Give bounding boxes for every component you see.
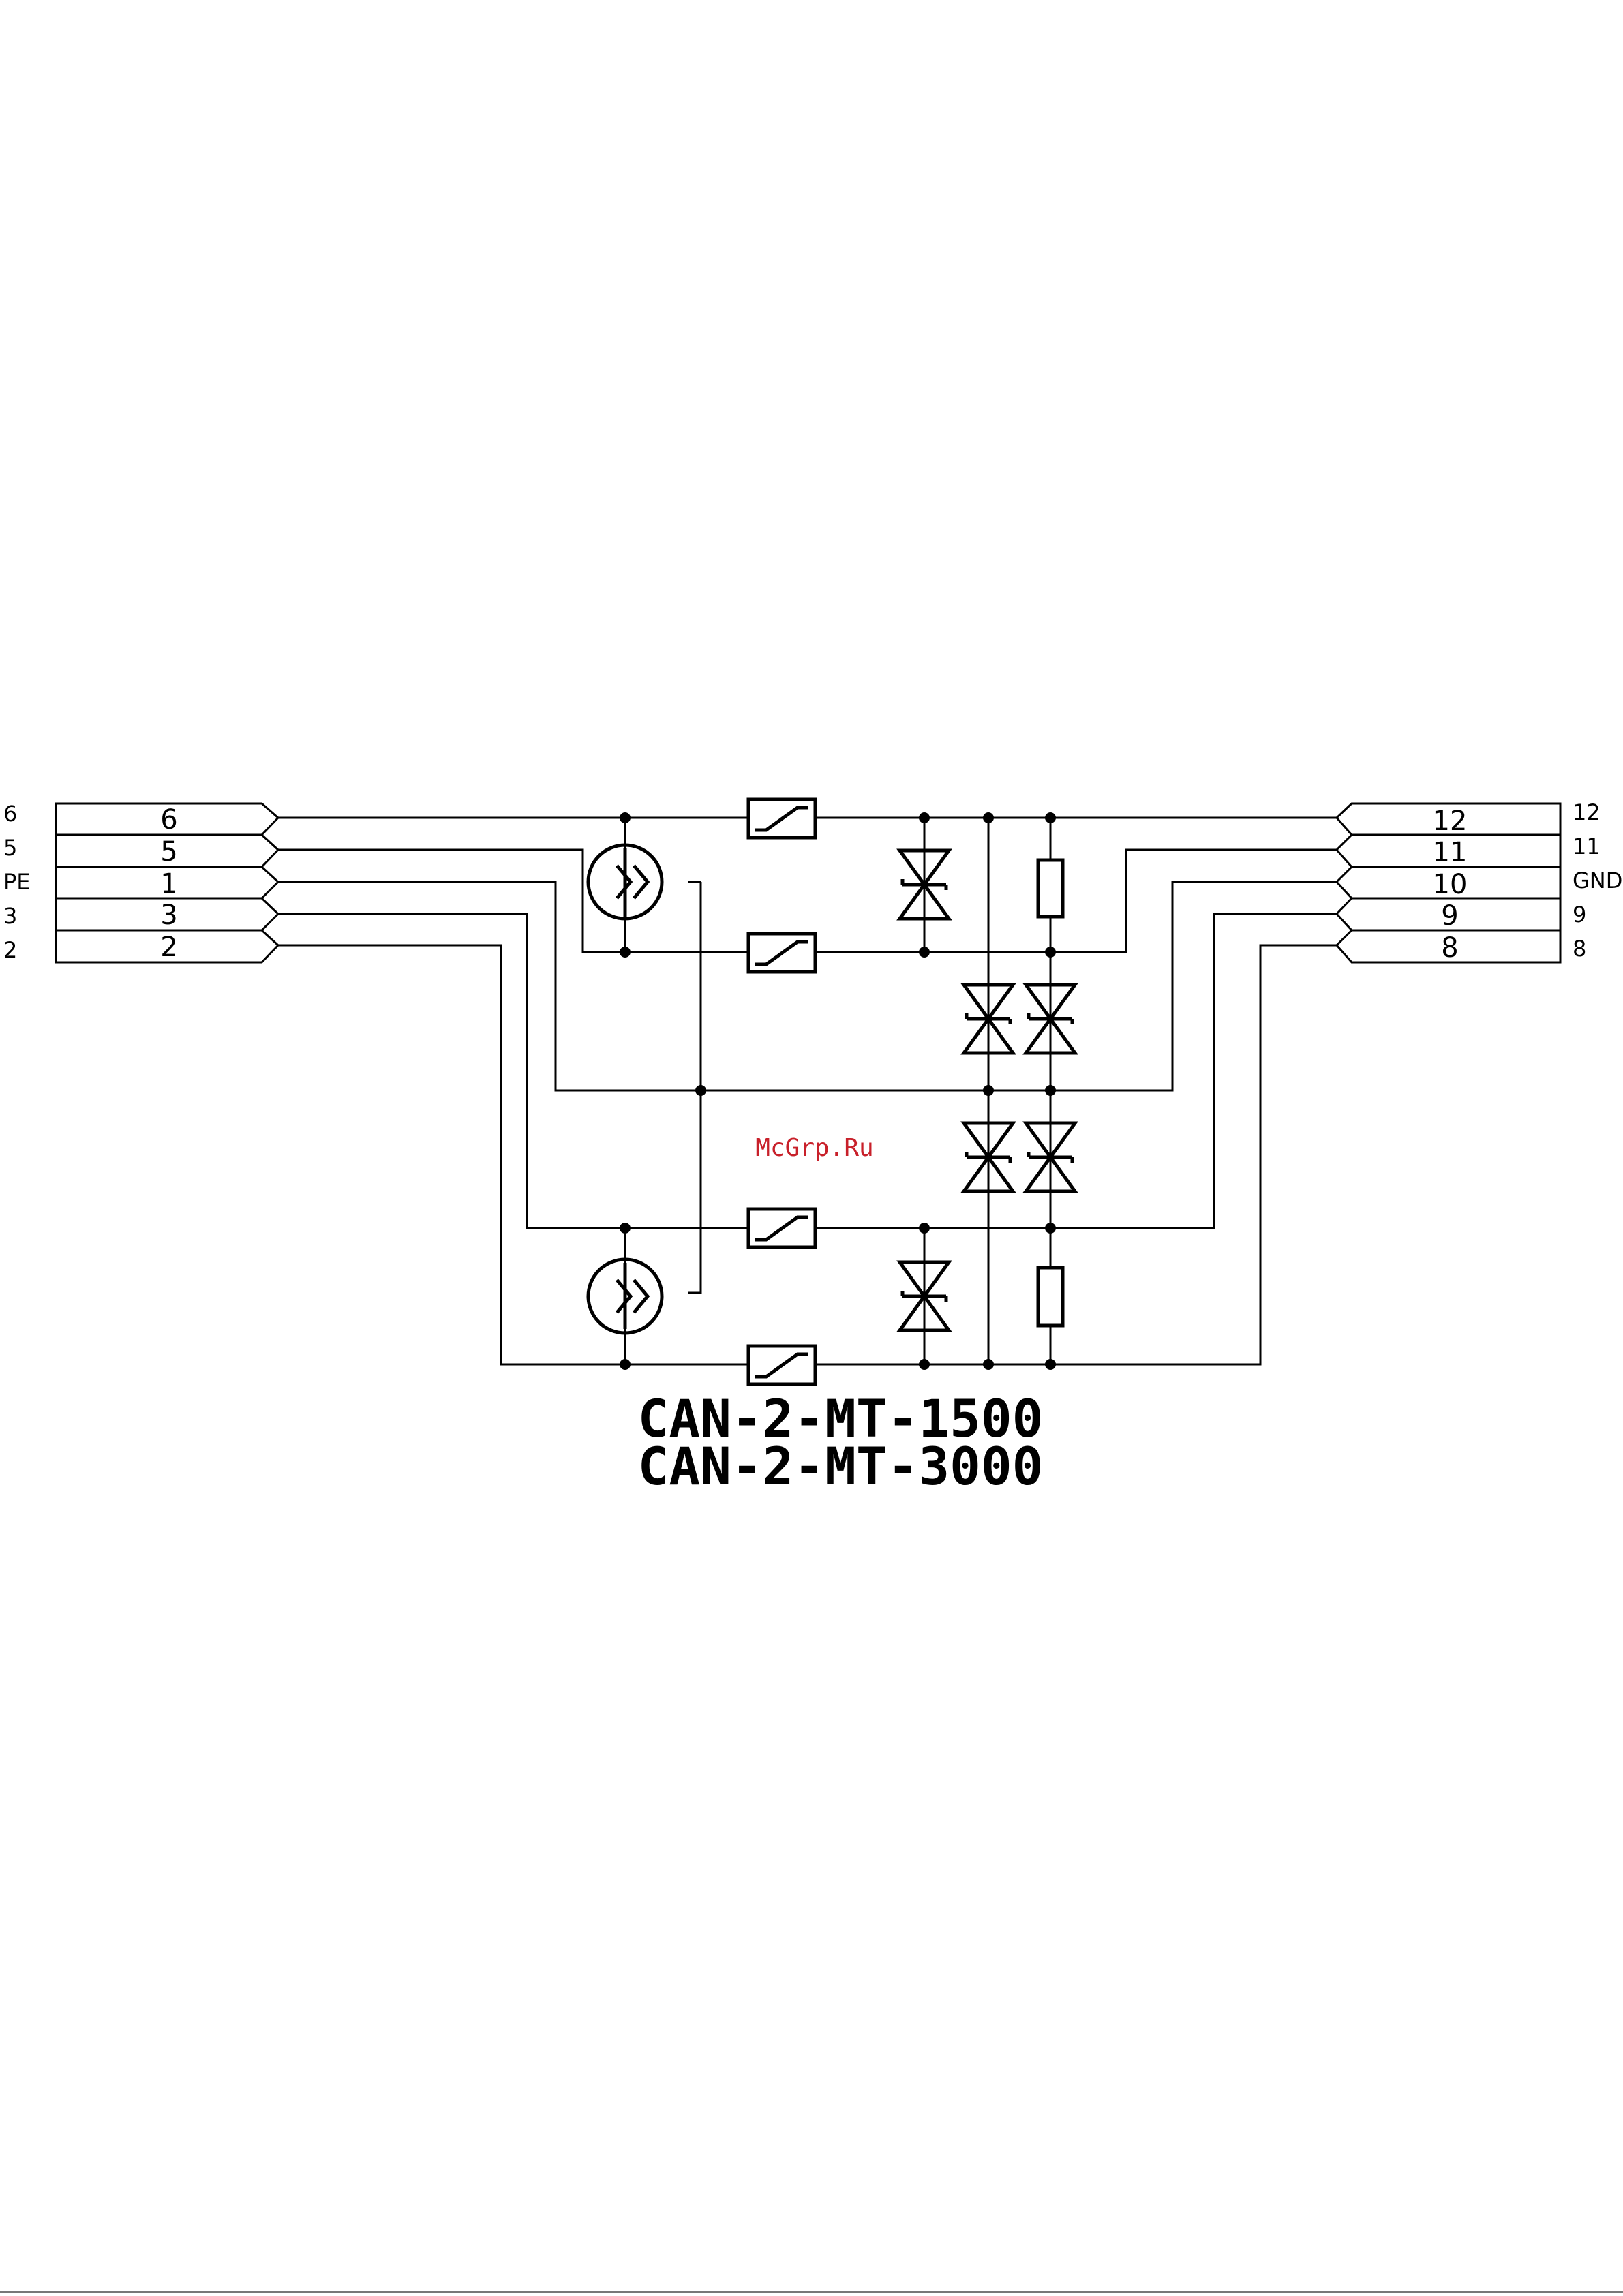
left-pin-labels: 6 5 PE 3 2	[3, 801, 31, 963]
right-connector: 12 11 10 9 8	[1337, 803, 1560, 964]
left-tab-label: 5	[160, 836, 177, 868]
left-pin-label: 3	[3, 903, 17, 929]
left-pin-label: 2	[3, 937, 17, 963]
bottom-rule	[0, 2291, 1623, 2293]
left-pin-label: PE	[3, 869, 31, 895]
right-pin-label: GND	[1573, 868, 1622, 893]
right-pin-label: 11	[1573, 833, 1601, 859]
left-pin-label: 6	[3, 801, 17, 827]
right-pin-labels: 12 11 GND 9 8	[1573, 799, 1622, 962]
left-connector: 6 5 1 3 2	[56, 803, 278, 963]
model-name-line-2: CAN-2-MT-3000	[638, 1436, 1044, 1497]
right-tab-label: 11	[1433, 837, 1468, 868]
gas-discharge-tube-bottom	[588, 1228, 662, 1364]
ptc-fuses	[748, 799, 815, 1384]
right-pin-label: 8	[1573, 936, 1586, 962]
left-tab-label: 6	[160, 804, 177, 836]
wires	[278, 818, 1337, 1364]
right-tab-label: 10	[1433, 869, 1468, 900]
right-tab-label: 8	[1441, 932, 1458, 964]
right-tab-label: 9	[1441, 900, 1458, 932]
left-tab-label: 3	[160, 900, 177, 931]
right-pin-label: 9	[1573, 902, 1586, 928]
gas-discharge-tube-top	[588, 818, 662, 952]
resistor	[1038, 860, 1063, 917]
left-tab-label: 2	[160, 932, 177, 963]
right-tab-label: 12	[1433, 806, 1468, 837]
left-pin-label: 5	[3, 835, 17, 861]
right-pin-label: 12	[1573, 799, 1601, 825]
left-tab-label: 1	[160, 868, 177, 900]
resistor	[1038, 1268, 1063, 1326]
watermark: McGrp.Ru	[755, 1134, 873, 1162]
